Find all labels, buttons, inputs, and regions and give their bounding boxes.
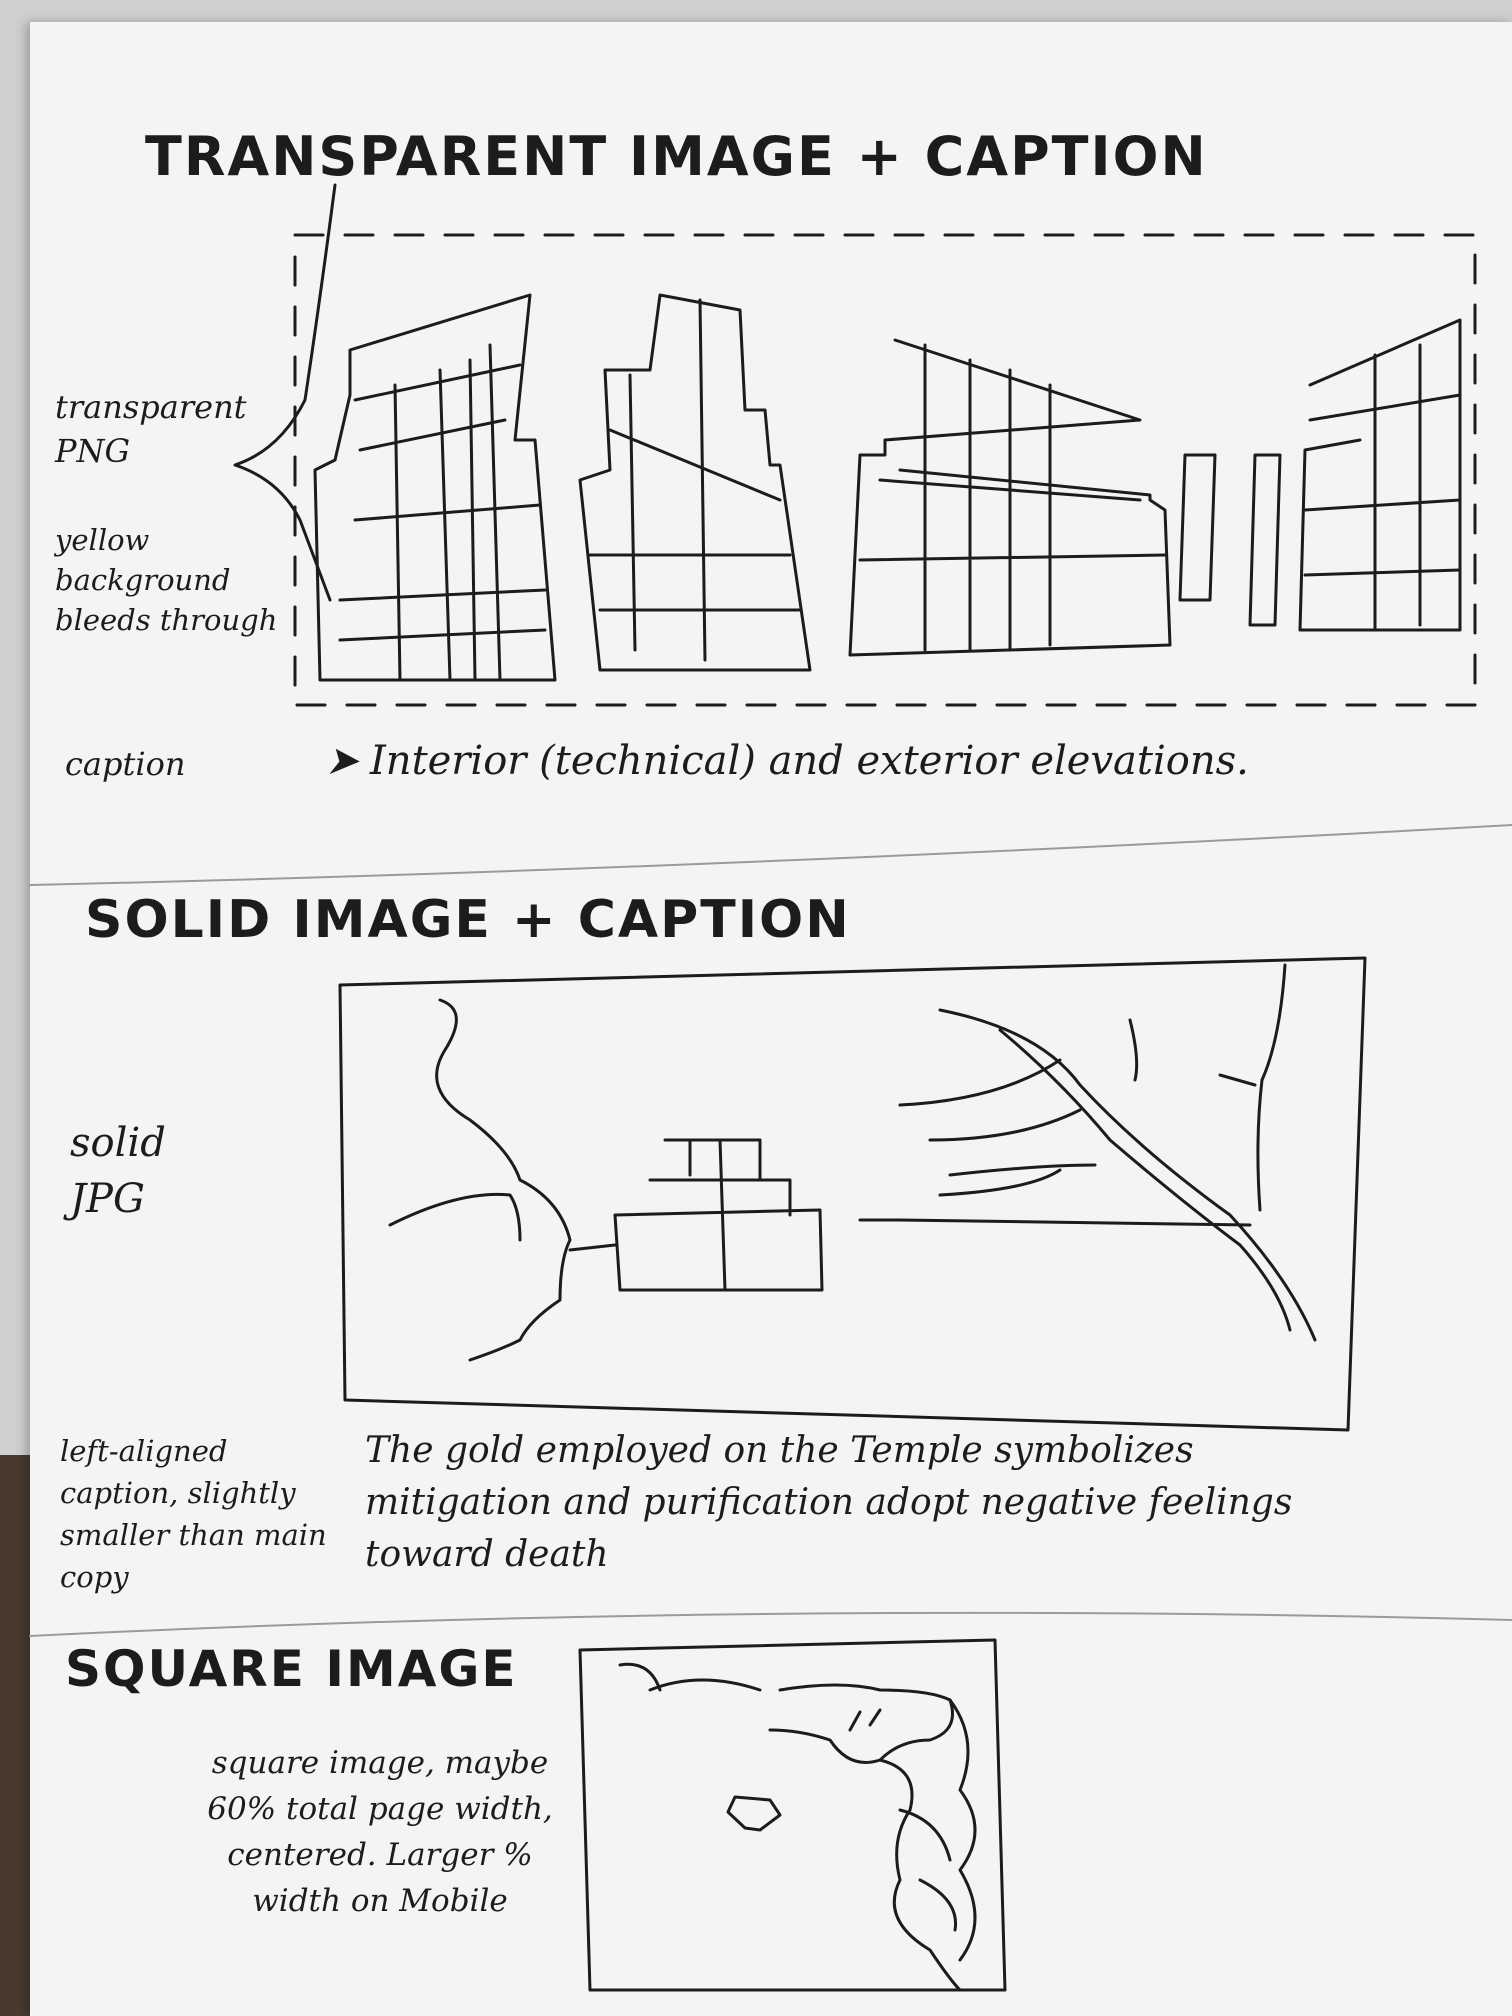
note-transparent-png: transparent PNG bbox=[55, 388, 247, 470]
note-left-aligned-caption: left-aligned caption, slightly smaller t… bbox=[60, 1434, 327, 1594]
note-square-image: square image, maybe 60% total page width… bbox=[207, 1745, 553, 1919]
transparent-image-caption: Interior (technical) and exterior elevat… bbox=[370, 738, 1249, 784]
note-brace bbox=[233, 183, 337, 602]
desk-edge bbox=[0, 1455, 30, 2016]
building-sketch-4 bbox=[1298, 318, 1462, 632]
transparent-image-placeholder bbox=[293, 233, 1477, 707]
solid-image-caption: The gold employed on the Temple symboliz… bbox=[365, 1430, 1293, 1575]
heading-transparent-image: TRANSPARENT IMAGE + CAPTION bbox=[145, 125, 1208, 188]
note-background-bleed: yellow background bleeds through bbox=[55, 523, 278, 637]
sketch-paper bbox=[30, 22, 1512, 2016]
solid-image-placeholder bbox=[338, 956, 1367, 1432]
building-sketch-2 bbox=[578, 293, 812, 672]
building-sketch-3 bbox=[848, 338, 1282, 657]
note-solid-jpg: solid JPG bbox=[70, 1120, 166, 1222]
heading-square-image: SQUARE IMAGE bbox=[65, 1640, 518, 1698]
square-image-placeholder bbox=[578, 1638, 1007, 1992]
caption-label: caption bbox=[65, 745, 186, 783]
caption-marker-icon: ➤ bbox=[325, 738, 359, 784]
section-divider-2 bbox=[29, 1611, 1512, 1637]
section-divider-1 bbox=[29, 824, 1512, 886]
heading-solid-image: SOLID IMAGE + CAPTION bbox=[85, 890, 851, 950]
building-sketch-1 bbox=[313, 293, 557, 682]
